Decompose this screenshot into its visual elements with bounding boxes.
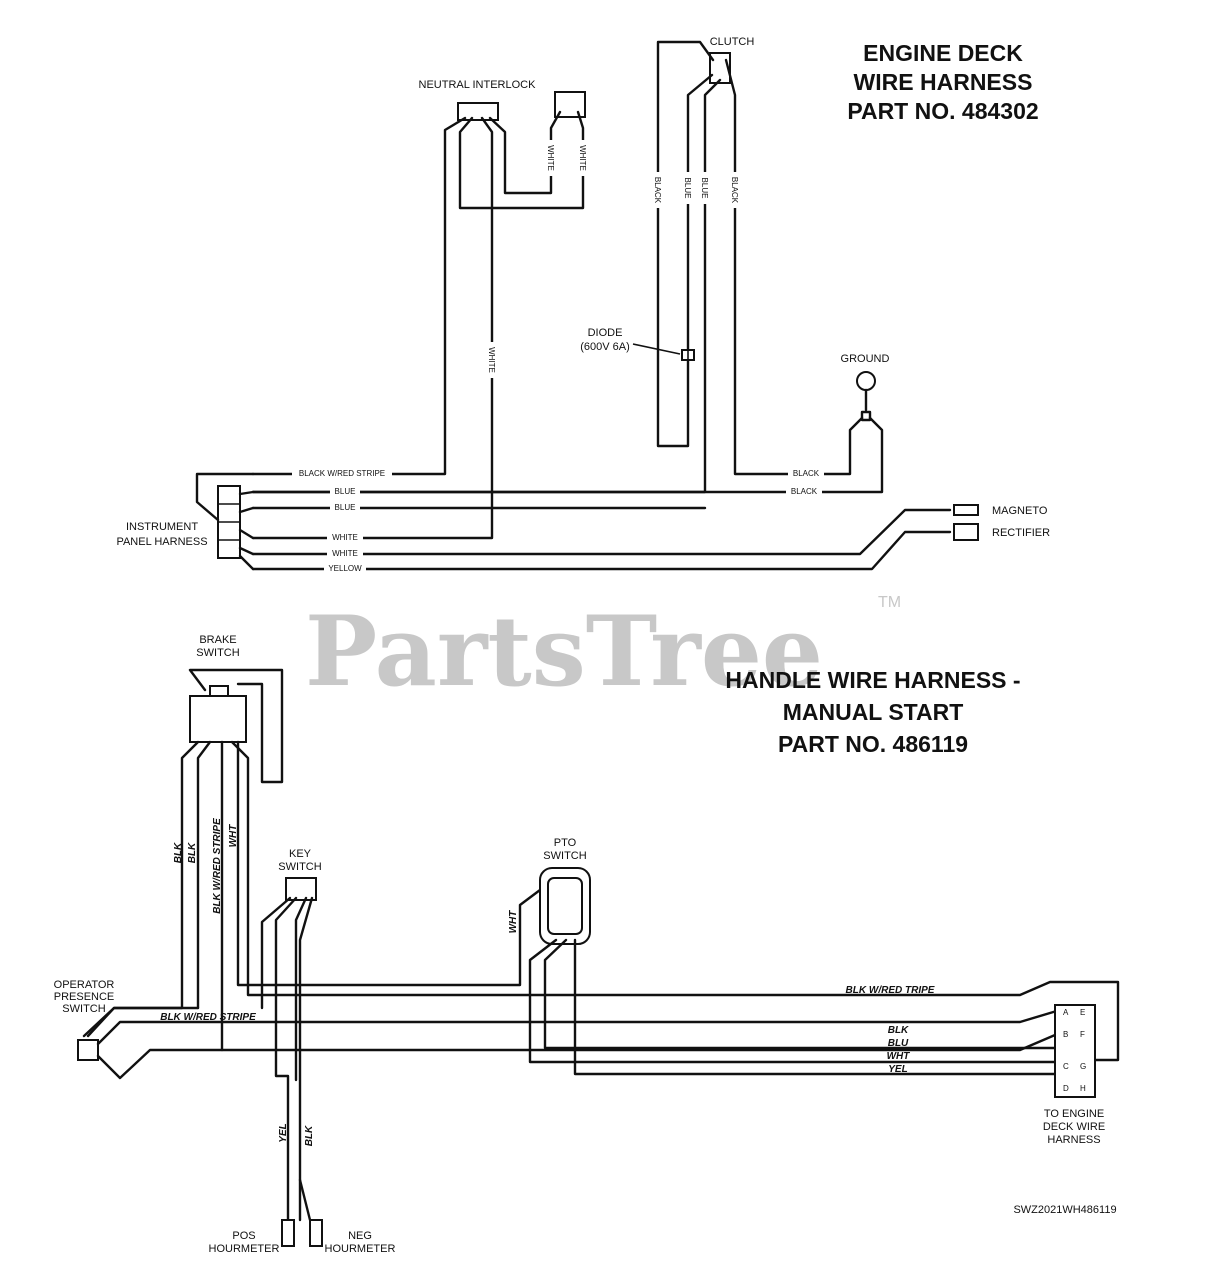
wire-label-row-wht: WHT [887, 1051, 911, 1062]
neg-hourmeter-terminal [309, 1219, 323, 1247]
instrument-label-line1: INSTRUMENT [126, 521, 198, 533]
handle-title-line3: PART NO. 486119 [778, 731, 968, 757]
handle-harness: HANDLE WIRE HARNESS - MANUAL START PART … [54, 634, 1120, 1255]
engine-deck-title-line3: PART NO. 484302 [847, 98, 1038, 124]
magneto-terminal [953, 504, 979, 516]
neg-label-line1: NEG [348, 1230, 372, 1242]
watermark-tm: TM [878, 594, 901, 611]
ground-label: GROUND [841, 353, 890, 365]
wire-label-white-long: WHITE [487, 347, 496, 373]
pin-b: B [1063, 1030, 1068, 1039]
wire-label-blk-1: BLK [173, 842, 184, 863]
wire-label-blue-row1: BLUE [335, 487, 356, 496]
op-label-line3: SWITCH [62, 1003, 105, 1015]
to-engine-label-line2: DECK WIRE [1043, 1121, 1105, 1133]
pos-hourmeter-terminal [281, 1219, 295, 1247]
operator-presence-switch [77, 1039, 99, 1061]
wire-label-hm-blk: BLK [304, 1125, 315, 1146]
brake-label-line2: SWITCH [196, 647, 239, 659]
wire-label-blk-2: BLK [187, 842, 198, 863]
to-engine-label-line1: TO ENGINE [1044, 1108, 1104, 1120]
engine-deck-harness: ENGINE DECK WIRE HARNESS PART NO. 484302… [116, 36, 1050, 574]
neg-label-line2: HOURMETER [325, 1243, 396, 1255]
wire-label-row-blu: BLU [888, 1038, 909, 1049]
brake-label-line1: BRAKE [199, 634, 236, 646]
pin-c: C [1063, 1062, 1069, 1071]
pin-a: A [1063, 1008, 1069, 1017]
wire-label-blk-red-tripe: BLK W/RED TRIPE [846, 985, 935, 996]
wire-label-row-yel: YEL [888, 1064, 907, 1075]
instrument-label-line2: PANEL HARNESS [116, 536, 207, 548]
wire-label-white-2: WHITE [578, 145, 587, 171]
wire-label-row-blk: BLK [888, 1025, 909, 1036]
pin-h: H [1080, 1084, 1086, 1093]
diode-label-line1: DIODE [588, 327, 623, 339]
neutral-interlock-connector [457, 102, 499, 121]
wire-label-white-1: WHITE [546, 145, 555, 171]
wire-label-black-red: BLACK W/RED STRIPE [299, 469, 385, 478]
pos-label-line2: HOURMETER [209, 1243, 280, 1255]
pin-d: D [1063, 1084, 1069, 1093]
handle-title-line2: MANUAL START [783, 699, 964, 725]
footer-code: SWZ2021WH486119 [1013, 1204, 1116, 1216]
wire-label-hm-yel: YEL [278, 1123, 289, 1142]
key-label-line1: KEY [289, 848, 312, 860]
wire-label-white-row1: WHITE [332, 533, 358, 542]
wire-label-black-ground2: BLACK [791, 487, 818, 496]
wire-label-white-row2: WHITE [332, 549, 358, 558]
pto-label-line2: SWITCH [543, 850, 586, 862]
op-label-line1: OPERATOR [54, 979, 115, 991]
wire-label-blk-red: BLK W/RED STRIPE [212, 818, 223, 914]
key-switch [285, 877, 317, 901]
to-engine-label-line3: HARNESS [1047, 1134, 1100, 1146]
wire-label-blue-right: BLUE [700, 178, 709, 199]
pin-g: G [1080, 1062, 1086, 1071]
diode-label-line2: (600V 6A) [580, 341, 630, 353]
wire-label-blue-row2: BLUE [335, 503, 356, 512]
key-label-line2: SWITCH [278, 861, 321, 873]
brake-switch [189, 695, 247, 743]
watermark: PartsTree [305, 595, 823, 708]
rectifier-connector [953, 523, 979, 541]
wire-label-blk-red-stripe-bottom: BLK W/RED STRIPE [160, 1012, 256, 1023]
engine-deck-connector [1054, 1004, 1096, 1098]
wire-label-yellow-row: YELLOW [328, 564, 362, 573]
handle-title-line1: HANDLE WIRE HARNESS - [725, 667, 1020, 693]
rectifier-label: RECTIFIER [992, 527, 1050, 539]
pto-label-line1: PTO [554, 837, 577, 849]
pos-label-line1: POS [232, 1230, 255, 1242]
neutral-interlock-label: NEUTRAL INTERLOCK [419, 79, 537, 91]
engine-deck-title-line1: ENGINE DECK [863, 40, 1023, 66]
wire-label-wht: WHT [228, 824, 239, 848]
wire-label-black-right: BLACK [730, 177, 739, 204]
pin-e: E [1080, 1008, 1085, 1017]
engine-deck-title-line2: WIRE HARNESS [854, 69, 1033, 95]
clutch-label: CLUTCH [710, 36, 755, 48]
ground-terminal [856, 371, 876, 391]
wire-label-black-left: BLACK [653, 177, 662, 204]
wire-label-blue-left: BLUE [683, 178, 692, 199]
magneto-label: MAGNETO [992, 505, 1048, 517]
op-label-line2: PRESENCE [54, 991, 115, 1003]
wire-label-black-ground1: BLACK [793, 469, 820, 478]
wire-label-pto-wht: WHT [508, 910, 519, 934]
pin-f: F [1080, 1030, 1085, 1039]
